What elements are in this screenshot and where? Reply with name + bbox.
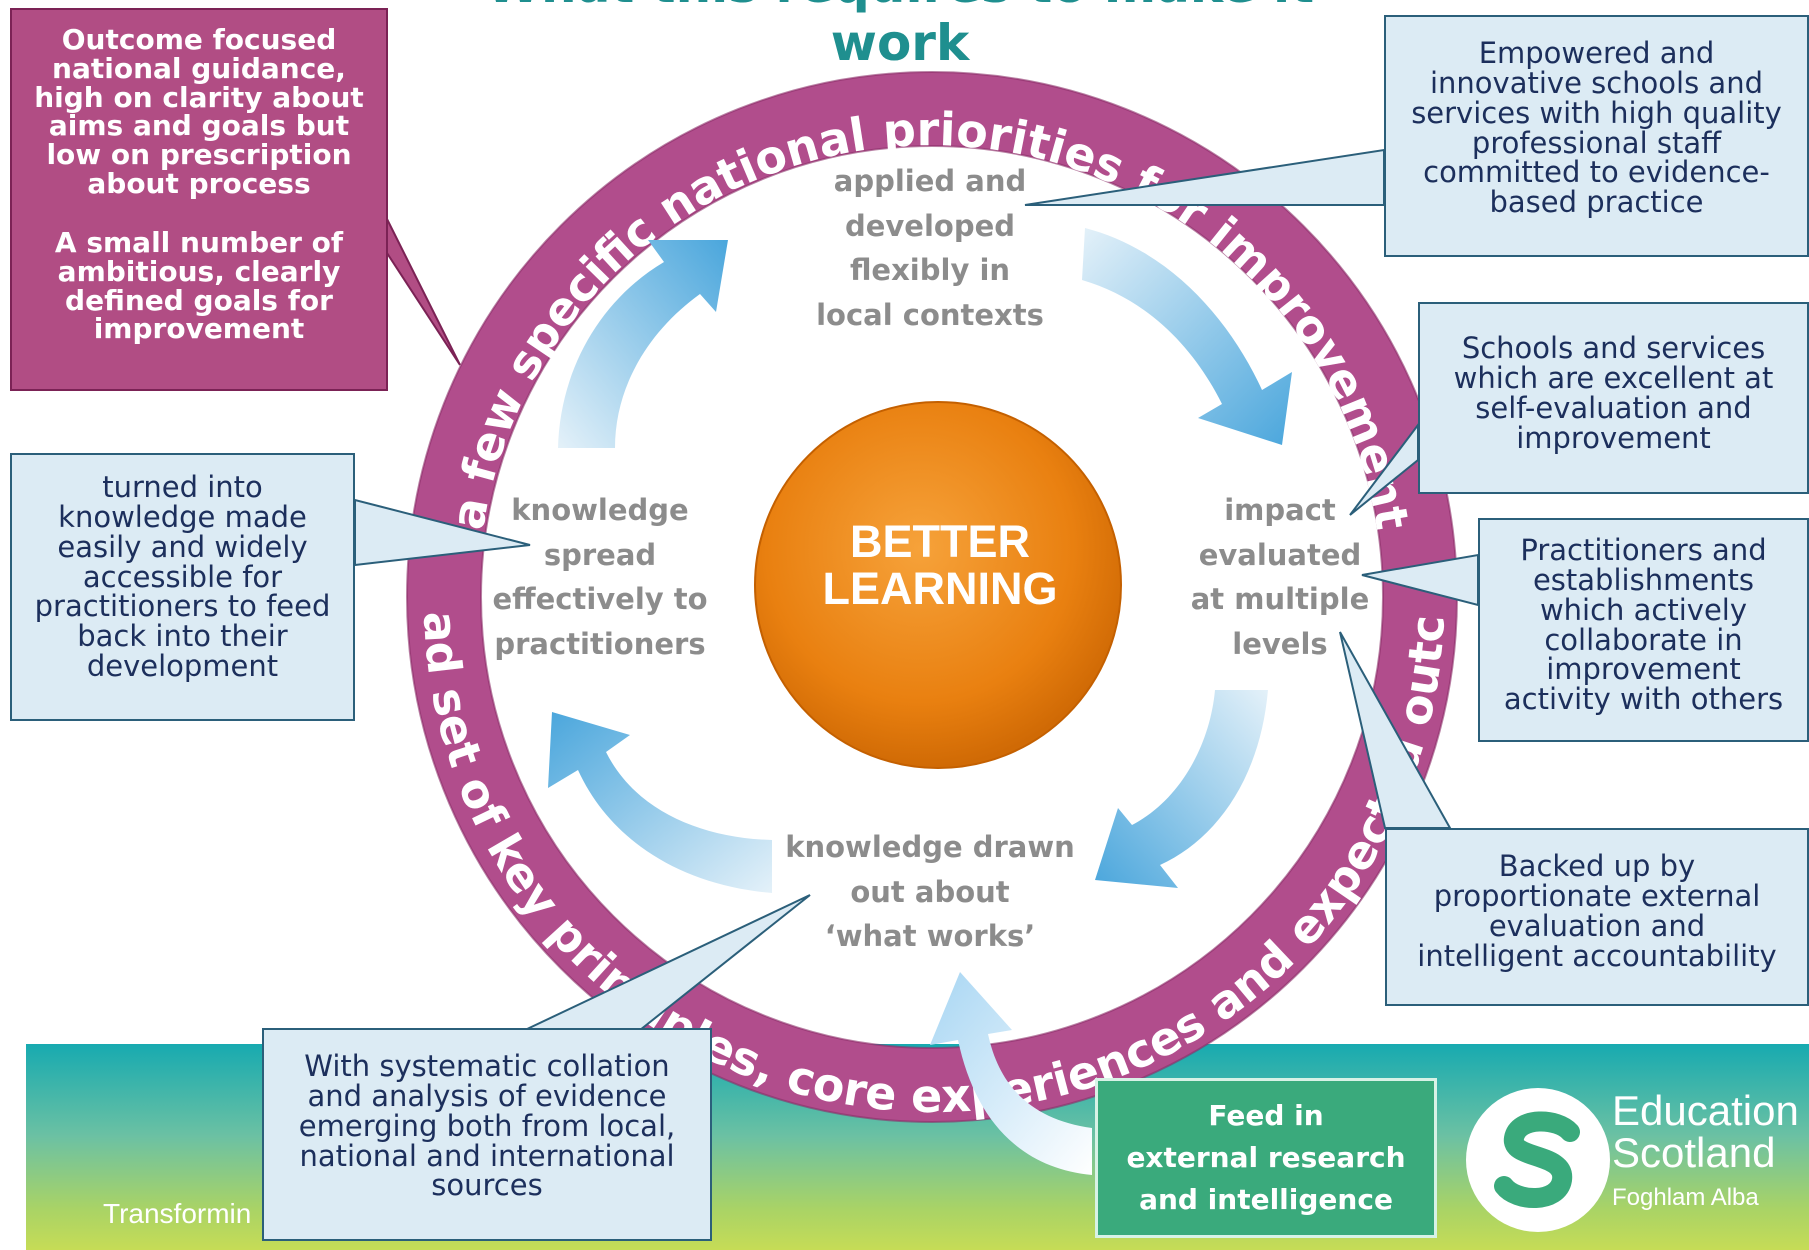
cycle-top-line: applied and (833, 164, 1027, 198)
callout-right-1-line: Schools and services (1461, 331, 1766, 365)
cycle-right-line: impact (1224, 493, 1336, 527)
cycle-top-line: flexibly in (849, 253, 1011, 288)
callout-top-right-line: committed to evidence- (1423, 155, 1770, 190)
callout-left-line: development (86, 649, 279, 684)
center-circle (754, 401, 1122, 769)
callout-top-left-line: defined goals for (65, 283, 333, 317)
cycle-left-line: knowledge (511, 493, 689, 527)
callout-left-line: accessible for (82, 559, 283, 594)
callout-right-1: Schools and services which are excellent… (1418, 302, 1809, 494)
cycle-bottom-line: out about (850, 874, 1010, 909)
callout-right-2-line: establishments (1532, 562, 1755, 597)
callout-top-right-line: professional staff (1471, 125, 1722, 160)
cycle-bottom-line: ‘what works’ (824, 919, 1036, 954)
pointer-top-left (384, 214, 461, 366)
education-scotland-logo-icon (1466, 1088, 1610, 1232)
callout-right-3-line: Backed up by (1498, 849, 1696, 883)
callout-top-right-line: based practice (1489, 185, 1704, 220)
callout-right-2-line: which actively (1539, 592, 1748, 627)
callout-bottom-left-line: With systematic collation (304, 1049, 670, 1083)
callout-top-right-line: Empowered and (1478, 36, 1715, 70)
feed-in-arrow (930, 972, 1092, 1175)
page-title: What this requires to make it work (486, 0, 1314, 72)
callout-bottom-left-line: emerging both from local, (298, 1108, 676, 1143)
center-label: BETTER LEARNING (780, 518, 1100, 613)
callout-top-left-line: ambitious, clearly (57, 254, 341, 288)
callout-left-line: turned into (102, 470, 263, 504)
callout-right-2-line: improvement (1546, 652, 1741, 687)
cycle-left-line: effectively to (492, 582, 708, 617)
callout-right-3-line: intelligent accountability (1417, 938, 1777, 973)
callout-top-left-line: high on clarity about (34, 80, 364, 114)
callout-top-left-line: improvement (93, 312, 305, 346)
callout-left-line: back into their (77, 619, 288, 654)
cycle-right-line: levels (1232, 626, 1328, 661)
center-label-line1: BETTER (850, 516, 1030, 567)
cycle-label-bottom: knowledge drawn out about ‘what works’ (770, 825, 1090, 959)
cycle-label-right: impact evaluated at multiple levels (1165, 488, 1395, 667)
callout-top-left-line: aims and goals but (48, 109, 350, 143)
callout-right-2-line: Practitioners and (1520, 533, 1767, 567)
logo-line-1: Education (1612, 1087, 1799, 1134)
cycle-top-line: developed (844, 208, 1016, 243)
cycle-label-left: knowledge spread effectively to practiti… (470, 488, 730, 667)
outer-ring (407, 72, 1457, 1122)
callout-top-left-line: Outcome focused (61, 23, 337, 56)
cycle-bottom-line: knowledge drawn (785, 830, 1075, 864)
footer-text: Transformin (103, 1198, 252, 1229)
callout-left-line: knowledge made (58, 499, 307, 534)
callout-feed-in-line: external research (1126, 1141, 1406, 1174)
callout-right-1-line: self-evaluation and (1475, 390, 1752, 425)
callout-right-2: Practitioners and establishments which a… (1478, 518, 1809, 742)
arrow-bottom-left (548, 712, 772, 893)
cycle-left-line: spread (543, 537, 657, 572)
callout-left-line: practitioners to feed (34, 589, 331, 624)
callout-right-2-line: activity with others (1503, 682, 1784, 717)
center-label-line2: LEARNING (822, 563, 1058, 615)
logo-line-3: Foghlam Alba (1612, 1184, 1759, 1211)
arrow-top-left (558, 240, 728, 448)
callout-top-right: Empowered and innovative schools and ser… (1384, 15, 1809, 257)
callout-right-1-line: improvement (1516, 420, 1711, 455)
cycle-top-line: local contexts (816, 297, 1044, 332)
cycle-label-top: applied and developed flexibly in local … (790, 159, 1070, 338)
callout-bottom-left-line: sources (431, 1168, 543, 1203)
cycle-left-line: practitioners (494, 626, 706, 661)
callout-right-1-line: which are excellent at (1453, 360, 1774, 395)
callout-left-line: easily and widely (57, 529, 308, 564)
callout-top-left-line: low on prescription (46, 138, 352, 172)
callout-right-3-line: proportionate external (1433, 878, 1761, 913)
callout-bottom-left: With systematic collation and analysis o… (262, 1028, 712, 1241)
callout-top-right-line: services with high quality (1411, 95, 1782, 130)
callout-bottom-left-line: national and international (299, 1138, 675, 1173)
callout-feed-in-line: and intelligence (1139, 1183, 1393, 1216)
callout-top-left-line: about process (87, 167, 311, 201)
callout-right-2-line: collaborate in (1544, 622, 1743, 657)
cycle-right-line: at multiple (1190, 582, 1370, 617)
callout-top-left-line: national guidance, (52, 51, 346, 85)
paragraph-gap (12, 199, 386, 229)
callout-bottom-left-line: and analysis of evidence (307, 1078, 667, 1113)
cycle-right-line: evaluated (1198, 537, 1362, 572)
callout-top-left: Outcome focused national guidance, high … (10, 8, 388, 391)
logo-line-2: Scotland (1612, 1129, 1776, 1176)
arrow-top-right (1082, 228, 1292, 445)
pointer-left (354, 498, 531, 567)
callout-right-3-line: evaluation and (1488, 908, 1706, 943)
callout-left: turned into knowledge made easily and wi… (10, 453, 355, 721)
callout-feed-in: Feed in external research and intelligen… (1095, 1078, 1437, 1238)
education-scotland-logo-text: Education Scotland Foghlam Alba (1612, 1090, 1799, 1212)
callout-top-left-line: A small number of (54, 225, 344, 259)
callout-right-3: Backed up by proportionate external eval… (1385, 828, 1809, 1006)
callout-top-right-line: innovative schools and (1429, 65, 1763, 100)
callout-feed-in-line: Feed in (1208, 1099, 1324, 1132)
arrow-bottom-right (1095, 690, 1268, 888)
